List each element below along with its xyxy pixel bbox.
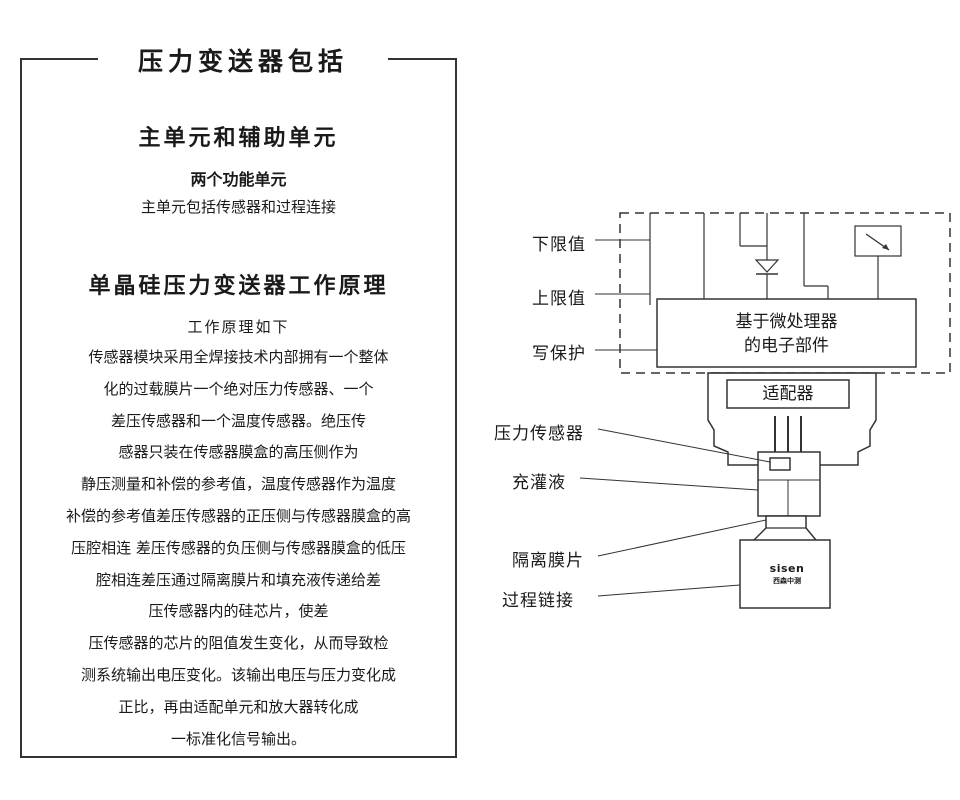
electronics-housing-outline — [619, 212, 951, 374]
upper-limit-label: 上限值 — [532, 289, 586, 309]
process-connection-block — [739, 539, 831, 609]
electronics-line1: 基于微处理器 — [735, 312, 838, 332]
paragraph-line: 测系统输出电压变化。该输出电压与压力变化成 — [80, 665, 396, 684]
paragraph-line: 传感器模块采用全焊接技术内部拥有一个整体 — [88, 348, 389, 366]
brand-text: SISEN — [769, 562, 805, 575]
paragraph-line: 正比，再由适配单元和放大器转化成 — [118, 697, 359, 716]
principle-paragraph: 传感器模块采用全焊接技术内部拥有一个整体 化的过载膜片一个绝对压力传感器、一个 … — [22, 342, 455, 755]
pressure-sensor-chip — [769, 457, 791, 471]
pressure-sensor-leader — [597, 428, 771, 463]
adapter-box — [726, 379, 850, 409]
isolation-diaphragm-leader — [597, 519, 767, 557]
panel-frame — [20, 58, 457, 758]
diode-icon — [754, 259, 780, 273]
gauge-icon — [854, 225, 902, 257]
fill-fluid-leader — [579, 477, 759, 491]
electronics-line2: 的电子部件 — [744, 336, 829, 356]
lower-limit-label: 下限值 — [532, 235, 586, 255]
frame-top-right-line — [388, 58, 457, 60]
paragraph-line: 压传感器的芯片的阻值发生变化，从而导致检 — [88, 634, 389, 653]
adapter-label: 适配器 — [762, 384, 814, 404]
paragraph-line: 感器只装在传感器膜盒的高压侧作为 — [118, 443, 359, 462]
transmitter-diagram: 下限值 上限值 写保护 压力传感器 充灌液 隔离膜片 过程链接 基于微处理器 的… — [470, 190, 960, 620]
gauge-needle-tip — [882, 244, 889, 250]
paragraph-line: 腔相连差压通过隔离膜片和填充液传递给差 — [95, 570, 381, 589]
section2-title: 单晶硅压力变送器工作原理 — [88, 274, 389, 299]
paragraph-line: 压腔相连 差压传感器的负压侧与传感器膜盒的低压 — [71, 538, 406, 557]
isolation-diaphragm-label: 隔离膜片 — [512, 551, 584, 571]
section2-subtitle: 工作原理如下 — [187, 318, 290, 336]
process-connection-leader — [597, 584, 741, 597]
write-protect-label: 写保护 — [532, 344, 586, 364]
section1-subtitle: 两个功能单元 — [190, 170, 287, 189]
paragraph-line: 压传感器内的硅芯片，使差 — [148, 602, 329, 621]
fill-fluid-label: 充灌液 — [512, 473, 566, 493]
paragraph-line: 差压传感器和一个温度传感器。绝压传 — [110, 411, 366, 430]
brand-logo: SISEN 西森中测 — [764, 562, 810, 586]
paragraph-line: 化的过载膜片一个绝对压力传感器、一个 — [103, 379, 374, 398]
section1-title: 主单元和辅助单元 — [138, 126, 339, 151]
section1-text: 主单元包括传感器和过程连接 — [140, 198, 336, 216]
panel-title: 压力变送器包括 — [137, 47, 348, 76]
paragraph-line: 补偿的参考值差压传感器的正压侧与传感器膜盒的高 — [65, 506, 411, 525]
brand-cn-text: 西森中测 — [773, 577, 801, 585]
process-connection-label: 过程链接 — [502, 591, 574, 611]
diagram-svg — [579, 212, 951, 609]
electronics-box — [656, 298, 917, 368]
electronics-text: 基于微处理器 的电子部件 — [657, 310, 916, 358]
pressure-sensor-label: 压力传感器 — [494, 424, 584, 444]
frame-top-left-line — [20, 58, 98, 60]
paragraph-line: 一标准化信号输出。 — [170, 729, 306, 748]
paragraph-line: 静压测量和补偿的参考值，温度传感器作为温度 — [80, 475, 396, 494]
